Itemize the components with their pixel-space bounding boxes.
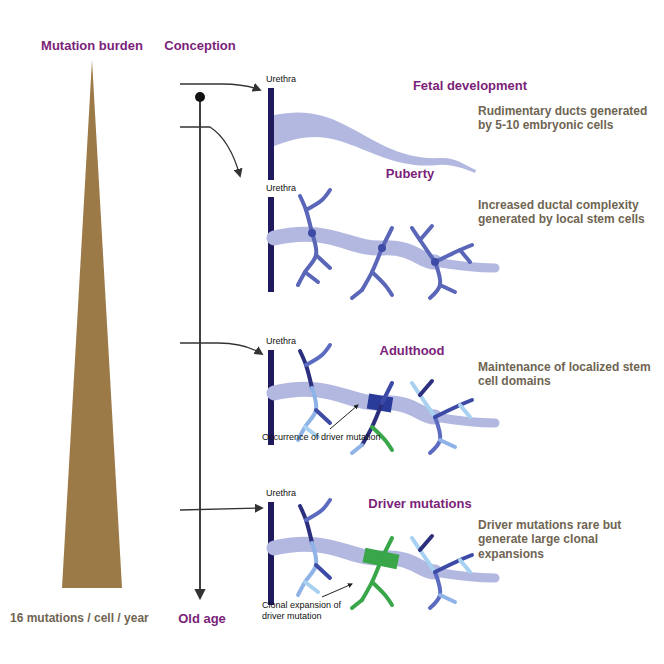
stem-cell <box>308 229 316 237</box>
duct-branch <box>316 565 330 578</box>
axis-label: Old age <box>178 611 226 627</box>
duct-branch <box>316 255 330 268</box>
duct-branch <box>372 272 392 295</box>
duct-trees <box>274 190 495 608</box>
duct-tree <box>274 500 495 608</box>
duct-branch <box>372 582 392 605</box>
duct-branch <box>300 196 312 233</box>
duct-branch <box>460 560 470 572</box>
duct-branch <box>300 351 312 388</box>
duct-branch <box>435 245 472 262</box>
part-label: Urethra <box>266 183 296 194</box>
duct-branch <box>460 250 470 262</box>
stage-title: Puberty <box>386 166 434 182</box>
axis-label: 16 mutations / cell / year <box>10 611 149 625</box>
stage-description: Rudimentary ducts generated by 5-10 embr… <box>478 104 658 133</box>
duct-branch <box>430 417 440 453</box>
duct-branch <box>460 405 470 417</box>
stage-description: Increased ductal complexity generated by… <box>478 198 658 227</box>
main-duct <box>274 389 435 417</box>
duct-branch <box>306 190 330 210</box>
duct-branch <box>362 558 382 600</box>
stem-cell <box>378 244 386 252</box>
duct-branch <box>440 595 455 602</box>
duct-branch <box>440 440 455 447</box>
stage-title: Driver mutations <box>368 496 471 512</box>
stage-arrows <box>180 84 262 510</box>
duct-branch <box>306 500 330 520</box>
duct-branch <box>316 410 330 423</box>
duct-branch <box>435 400 472 417</box>
duct-branch <box>420 536 432 550</box>
stem-cell <box>431 258 439 266</box>
duct-branch <box>352 600 362 608</box>
duct-branch <box>352 445 362 453</box>
duct-branch <box>362 248 382 290</box>
fetal-duct <box>274 112 476 173</box>
part-label: Urethra <box>266 336 296 347</box>
duct-branch <box>420 381 432 395</box>
duct-branch <box>305 272 318 282</box>
duct-branch <box>305 582 318 592</box>
main-duct <box>435 417 495 423</box>
duct-branch <box>435 555 472 572</box>
stage-title: Fetal development <box>413 78 527 94</box>
duct-branch <box>420 226 432 240</box>
urethra-bars <box>268 88 274 605</box>
callout-label: Clonal expansion of driver mutation <box>262 600 354 622</box>
duct-tree <box>274 190 495 298</box>
duct-branch <box>440 285 455 292</box>
duct-branch <box>352 290 362 298</box>
axis-label: Conception <box>164 38 236 54</box>
main-duct <box>435 572 495 578</box>
part-label: Urethra <box>266 488 296 499</box>
burden-triangle <box>62 60 122 588</box>
main-duct <box>274 234 435 262</box>
stage-description: Driver mutations rare but generate large… <box>478 518 658 561</box>
duct-branch <box>300 506 312 543</box>
duct-branch <box>430 572 440 608</box>
part-label: Urethra <box>266 74 296 85</box>
stage-title: Adulthood <box>380 343 445 359</box>
timeline <box>199 97 201 598</box>
duct-branch <box>430 262 440 298</box>
timeline-dot <box>195 92 205 102</box>
callout-label: Occurrence of driver mutation <box>262 432 381 443</box>
axis-label: Mutation burden <box>41 38 143 54</box>
main-duct <box>274 544 435 572</box>
duct-branch <box>382 383 392 403</box>
duct-branch <box>306 345 330 365</box>
stage-description: Maintenance of localized stem cell domai… <box>478 360 658 389</box>
main-duct <box>435 262 495 268</box>
duct-branch <box>382 538 392 558</box>
